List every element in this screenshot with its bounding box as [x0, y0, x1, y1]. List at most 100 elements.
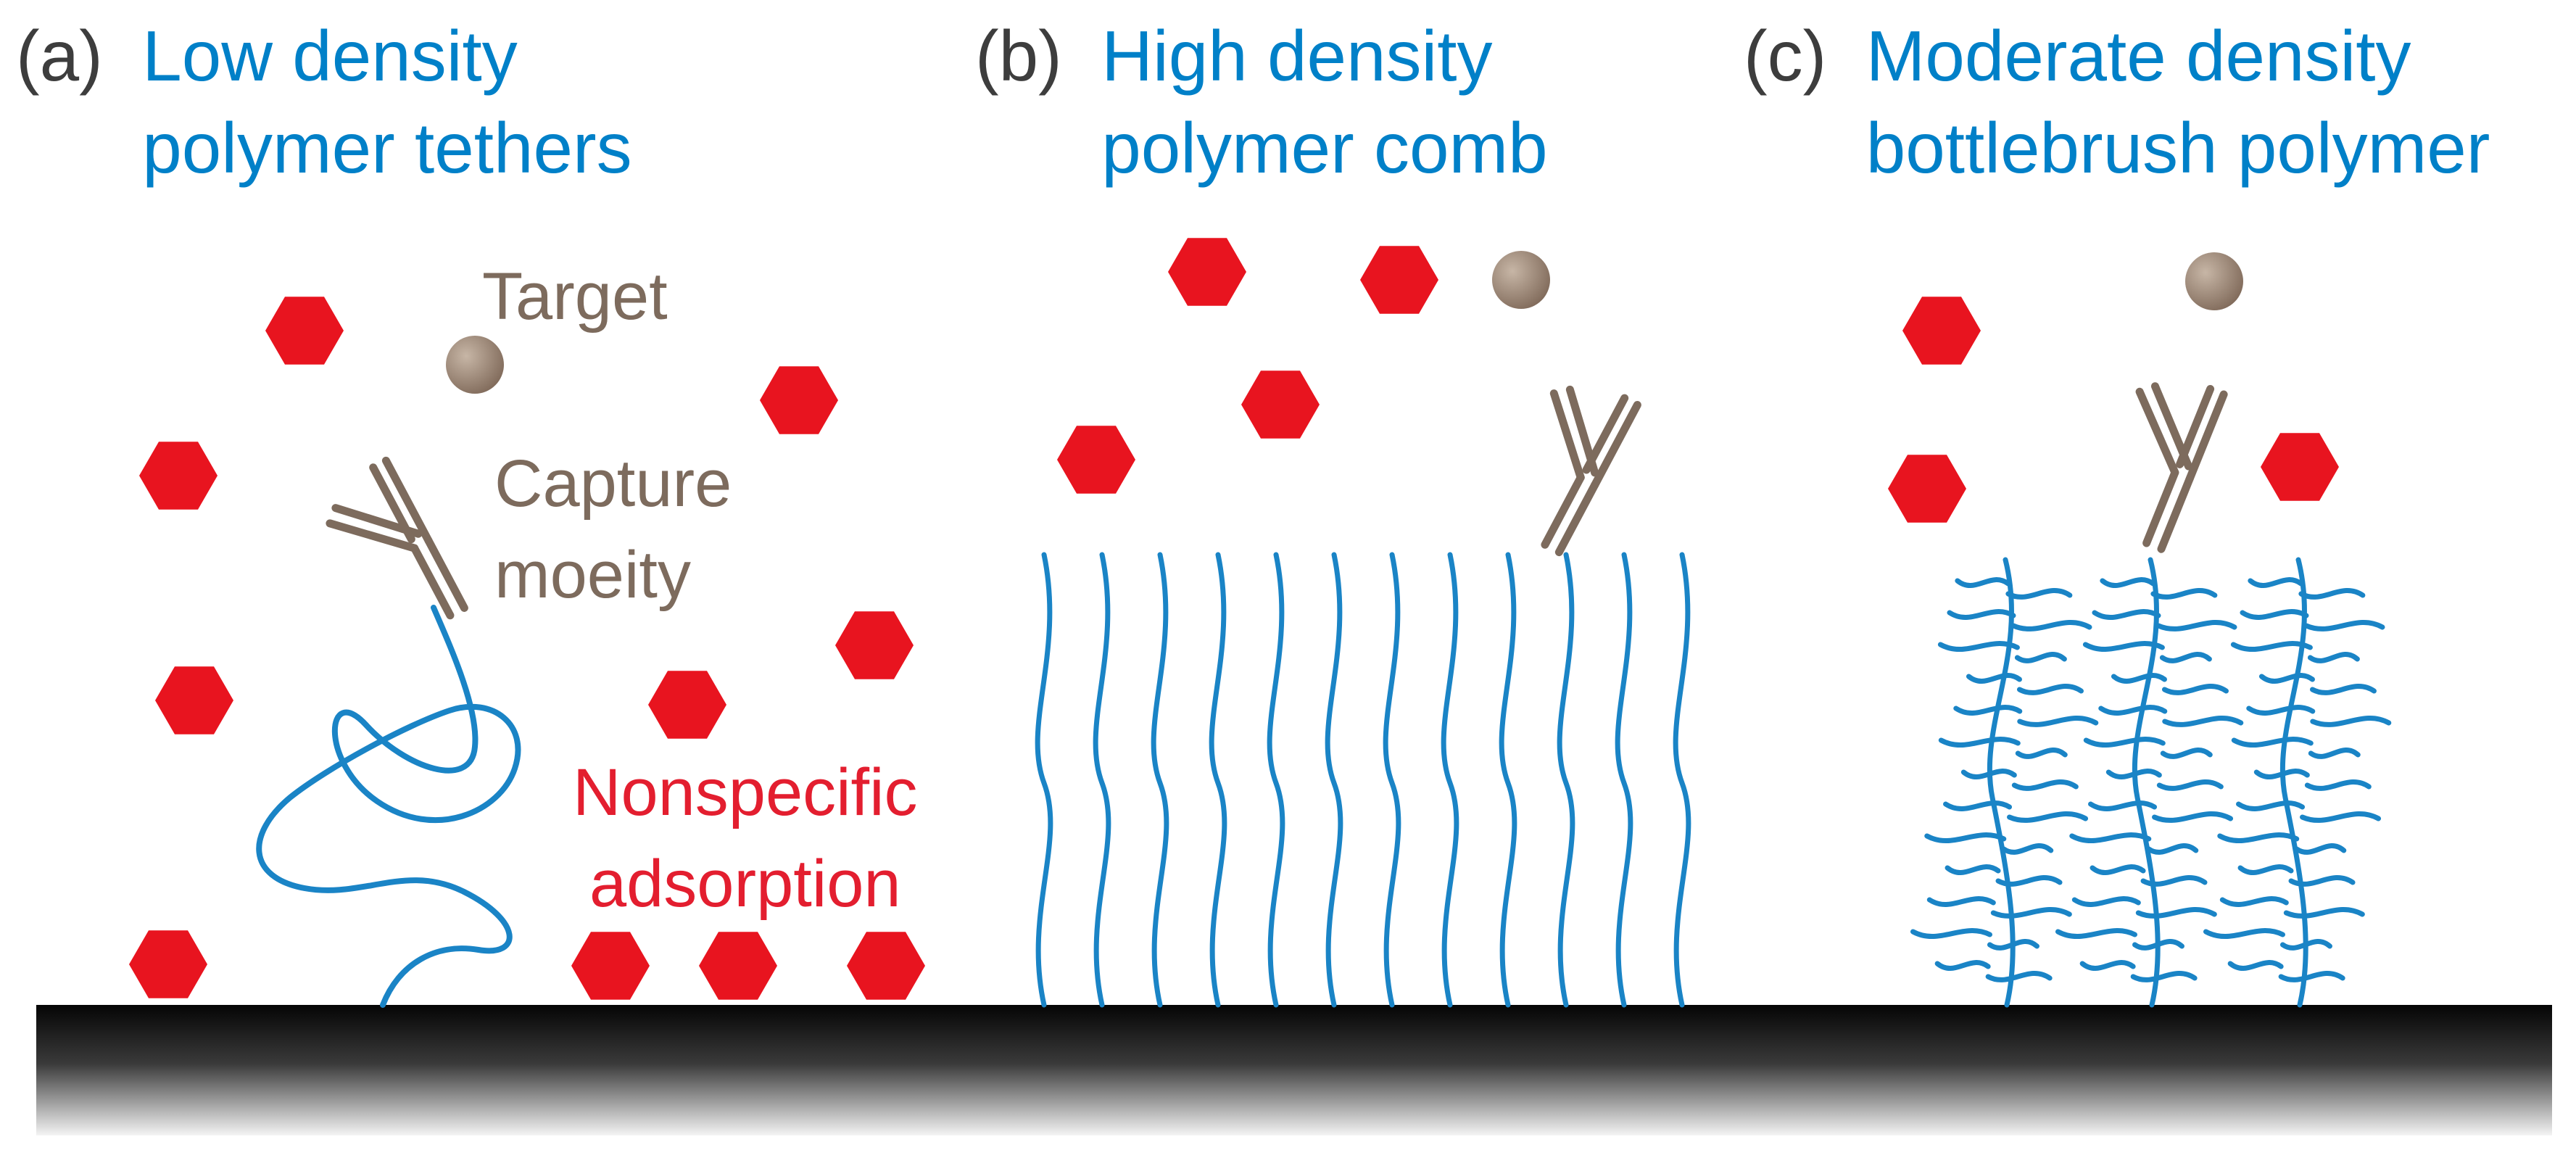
protein-hexagon-8 — [699, 932, 777, 1000]
panel-b-heading-line2: polymer comb — [1101, 108, 1548, 188]
brush-side-chain — [2007, 811, 2089, 823]
brush-side-chain — [2090, 864, 2146, 875]
bottlebrush-0 — [1910, 557, 2099, 1008]
protein-hexagon-1 — [139, 442, 218, 510]
brush-side-chain — [1938, 737, 2021, 748]
antibody-b-stem-left — [1541, 473, 1585, 549]
protein-hexagon-13 — [1057, 426, 1135, 494]
antibody-b-cup-right-shape — [1610, 339, 1682, 395]
target-ball-0 — [446, 336, 504, 394]
panel-c-heading-line2: bottlebrush polymer — [1865, 108, 2490, 188]
antibody-a-cup-left — [273, 473, 322, 547]
brush-side-chain — [1937, 641, 2020, 653]
brush-side-chain — [2294, 843, 2347, 855]
brush-side-chain — [2248, 577, 2304, 588]
comb-chain-4 — [1267, 552, 1285, 1008]
brush-side-chain — [2017, 716, 2099, 727]
brush-side-chain — [2135, 907, 2217, 919]
brush-side-chain — [2258, 673, 2315, 684]
antibody-a-stem-left — [410, 544, 455, 620]
brush-side-chain — [2162, 716, 2244, 727]
panel-b-heading: High density polymer comb — [1101, 10, 1547, 194]
nonspecific-proteins — [129, 238, 2339, 1000]
capture-label-line2: moeity — [494, 538, 691, 612]
comb-chain-9 — [1557, 552, 1575, 1008]
antibody-a-arm-right-a — [381, 456, 433, 545]
protein-hexagon-5 — [835, 611, 914, 679]
brush-side-chain — [2278, 971, 2345, 982]
antibody-b-arm-right-a — [1591, 400, 1641, 489]
protein-hexagon-16 — [2261, 433, 2339, 501]
target-molecules — [446, 251, 2243, 394]
protein-hexagon-11 — [1360, 246, 1438, 314]
brush-side-chain — [2304, 779, 2372, 791]
tether-coil — [256, 605, 521, 1008]
brush-side-chain — [1934, 960, 1991, 971]
protein-hexagon-3 — [155, 666, 233, 734]
panel-b-title: (b) High density polymer comb — [975, 10, 1548, 194]
brush-side-chain — [2156, 779, 2224, 791]
antibody-a-cup-left-shape — [273, 473, 322, 547]
brush-side-chain — [2300, 811, 2382, 823]
antibody-b-arm-right-b — [1582, 394, 1629, 474]
panel-a-title: (a) Low density polymer tethers — [16, 10, 632, 194]
brush-side-chain — [2231, 737, 2314, 748]
nonspecific-adsorption-label: Nonspecific adsorption — [573, 747, 918, 930]
panel-c-heading-line1: Moderate density — [1865, 16, 2411, 96]
capture-moiety-label: Capture moeity — [494, 438, 732, 621]
brush-side-chain — [2283, 907, 2365, 919]
brush-side-chain — [2161, 684, 2229, 695]
brush-side-chain — [2279, 939, 2332, 951]
brush-side-chain — [2130, 971, 2198, 982]
brush-side-chain — [2082, 641, 2165, 653]
comb-chain-1 — [1093, 552, 1111, 1008]
antibody-c-cup-right-shape — [2192, 328, 2266, 381]
panel-a-tether — [256, 605, 521, 1008]
panel-a-letter: (a) — [16, 16, 103, 96]
antibody-b-stem-right — [1554, 481, 1599, 557]
brush-side-chain — [2132, 939, 2184, 951]
brush-side-chain — [2246, 705, 2316, 716]
protein-hexagon-7 — [571, 932, 650, 1000]
brush-side-chain — [2240, 609, 2309, 620]
brush-side-chain — [2219, 896, 2289, 907]
brush-side-chain — [2069, 832, 2152, 844]
protein-hexagon-2 — [760, 366, 838, 434]
brush-side-chain — [2010, 620, 2092, 632]
antibody-b-cup-left — [1516, 332, 1590, 382]
antibody-b-cup-left-shape — [1516, 332, 1590, 382]
brush-side-chain — [2014, 652, 2067, 663]
panel-c-letter: (c) — [1744, 16, 1827, 96]
antibody-a-cup-right-shape — [328, 402, 400, 458]
antibody-c — [2099, 328, 2266, 553]
protein-hexagon-0 — [265, 297, 344, 365]
brush-side-chain — [2152, 811, 2234, 823]
brush-side-chain — [2083, 737, 2166, 748]
protein-hexagon-15 — [1888, 455, 1966, 523]
brush-side-chain — [2088, 800, 2158, 811]
protein-hexagon-14 — [1902, 297, 1981, 365]
antibody-c-cup-left — [2099, 331, 2172, 384]
brush-side-chain — [2105, 769, 2162, 779]
comb-chain-0 — [1035, 552, 1053, 1008]
capture-label-line1: Capture — [494, 447, 732, 521]
brush-side-chain — [1966, 673, 2022, 684]
antibody-c-arm-right-b — [2176, 385, 2215, 468]
brush-side-chain — [2237, 864, 2294, 875]
comb-chain-6 — [1383, 552, 1401, 1008]
antibody-a-arm-left-a — [326, 519, 419, 552]
brush-side-chain — [2308, 748, 2361, 759]
antibody-b-cup-right — [1610, 339, 1682, 395]
antibody-c-arm-right-a — [2185, 390, 2228, 483]
brush-side-chain — [1960, 769, 2017, 779]
brush-backbone-2 — [2279, 557, 2308, 1008]
comb-chain-10 — [1615, 552, 1633, 1008]
brush-side-chain — [2309, 684, 2377, 695]
brush-side-chain — [2146, 843, 2199, 855]
target-label: Target — [482, 260, 668, 334]
antibody-c-cup-right — [2192, 328, 2266, 381]
brush-backbone-1 — [2132, 557, 2161, 1008]
antibody-c-cup-left-shape — [2099, 331, 2172, 384]
panel-b-polymer-comb — [1035, 552, 1691, 1008]
